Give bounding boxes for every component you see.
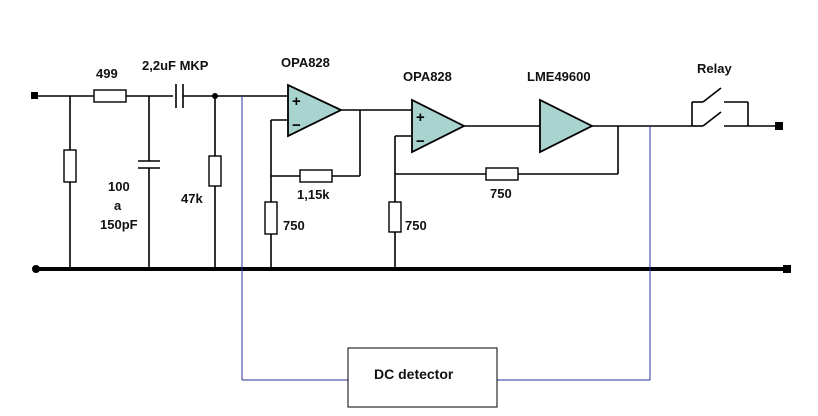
label-c-shunt-range: a <box>114 198 122 213</box>
opamp-2-symbol <box>411 98 467 154</box>
label-opamp-1: OPA828 <box>281 55 330 70</box>
opamp-1-minus-sign: − <box>292 117 301 134</box>
relay-contact-top <box>702 87 722 103</box>
opamp-2-plus-sign: + <box>416 109 425 126</box>
label-opamp-2: OPA828 <box>403 69 452 84</box>
dc-detector-box <box>347 347 498 408</box>
resistor-750-gnd-2 <box>388 201 402 233</box>
label-dc-detector: DC detector <box>374 366 454 382</box>
label-r-bias: 47k <box>181 191 203 206</box>
label-r-series: 499 <box>96 66 118 81</box>
label-r-fb1: 1,15k <box>297 187 330 202</box>
label-r-gnd1: 750 <box>283 218 305 233</box>
opamp-1-plus-sign: + <box>292 93 301 110</box>
label-r-gnd2: 750 <box>405 218 427 233</box>
ground-terminal-right <box>783 265 791 273</box>
resistor-1-15k <box>299 169 333 183</box>
resistor-750-feedback <box>485 167 519 181</box>
input-terminal <box>31 92 38 99</box>
opamp-1-symbol <box>287 83 344 138</box>
resistor-750-gnd-1 <box>264 201 278 235</box>
label-c-shunt-value: 100 <box>108 179 130 194</box>
ground-terminal-left <box>32 265 40 273</box>
label-relay: Relay <box>697 61 732 76</box>
relay-contact-bottom <box>702 111 722 127</box>
label-c-coupling: 2,2uF MKP <box>142 58 209 73</box>
label-buffer: LME49600 <box>527 69 591 84</box>
output-terminal <box>775 122 783 130</box>
label-c-shunt-unit: 150pF <box>100 217 138 232</box>
buffer-lme49600-symbol <box>539 98 595 154</box>
resistor-47k <box>208 155 222 187</box>
label-r-fb2: 750 <box>490 186 512 201</box>
resistor-input-shunt <box>63 149 77 183</box>
opamp-2-minus-sign: − <box>416 133 425 150</box>
resistor-499 <box>93 89 127 103</box>
